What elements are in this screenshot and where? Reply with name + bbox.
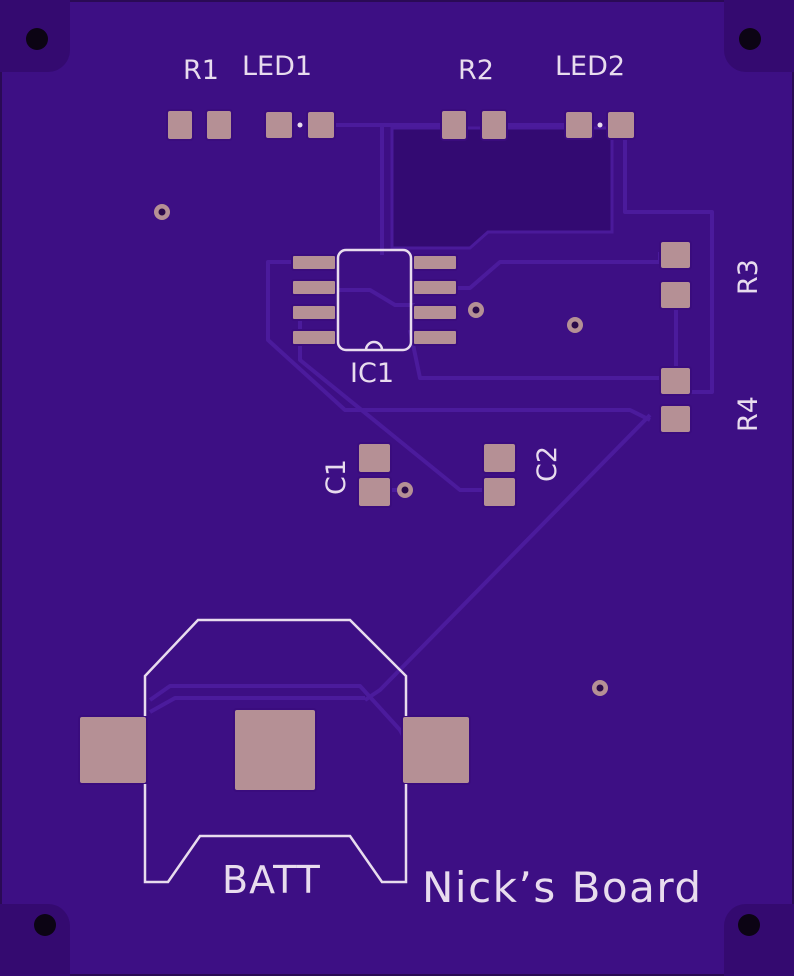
label-led1: LED1 — [242, 51, 312, 82]
label-r3: R3 — [733, 259, 764, 295]
led-dots — [297, 122, 603, 128]
via-5-drill — [596, 684, 604, 692]
led2-polarity-dot — [597, 122, 603, 128]
pad-c2-b — [482, 476, 517, 508]
via-3-drill — [472, 306, 480, 314]
pad-ic1-6 — [412, 304, 458, 321]
pad-c1-b — [357, 476, 392, 508]
mount-hole-tl — [26, 28, 48, 50]
pad-r2-b — [480, 109, 508, 141]
pad-ic1-1 — [291, 254, 337, 271]
via-2-drill — [571, 321, 579, 329]
pad-r3-b — [659, 280, 692, 310]
silkscreen-outlines — [143, 248, 413, 884]
via-1-drill — [158, 208, 166, 216]
pad-r3-a — [659, 240, 692, 270]
label-batt: BATT — [222, 858, 321, 902]
pad-led1-a — [264, 110, 294, 140]
pad-c1-a — [357, 442, 392, 474]
label-r2: R2 — [458, 55, 494, 86]
label-led2: LED2 — [555, 51, 625, 82]
pad-r4-a — [659, 366, 692, 396]
mount-bl-keepout — [0, 904, 70, 976]
trace-ic-loop — [266, 260, 651, 422]
label-ic1: IC1 — [350, 358, 394, 389]
pad-batt-left — [78, 715, 148, 785]
pad-ic1-2 — [291, 279, 337, 296]
pad-ic1-4 — [291, 329, 337, 346]
pad-led2-a — [564, 110, 594, 140]
pad-batt-right — [401, 715, 471, 785]
trace-ic-r4 — [408, 329, 665, 380]
trace-batt-top2 — [149, 696, 365, 714]
label-r4: R4 — [733, 396, 764, 432]
pad-led2-b — [606, 110, 636, 140]
ic1-outline — [336, 248, 413, 352]
mount-hole-br — [738, 914, 760, 936]
silkscreen-labels: R1 LED1 R2 LED2 IC1 R3 R4 C1 C2 BATT Nic… — [183, 51, 764, 912]
pad-ic1-8 — [412, 254, 458, 271]
mount-hole-bl — [34, 914, 56, 936]
label-c2: C2 — [532, 446, 563, 482]
mount-hole-tr — [739, 28, 761, 50]
pad-r4-b — [659, 404, 692, 434]
pad-ic1-7 — [412, 279, 458, 296]
vias — [154, 204, 608, 696]
pad-r1-a — [166, 109, 194, 141]
label-board-name: Nick’s Board — [422, 863, 703, 912]
pad-ic1-5 — [412, 329, 458, 346]
trace-led2-r3 — [623, 125, 714, 394]
trace-ic-left-bus — [330, 288, 415, 307]
led1-polarity-dot — [297, 122, 303, 128]
pad-r2-a — [440, 109, 468, 141]
pad-ic1-3 — [291, 304, 337, 321]
pad-r1-b — [205, 109, 233, 141]
label-c1: C1 — [321, 459, 352, 495]
pad-batt-center — [233, 708, 317, 792]
pads — [78, 109, 692, 792]
copper-pour — [390, 126, 614, 250]
mount-br-keepout — [724, 904, 794, 976]
label-r1: R1 — [183, 55, 219, 86]
ic1-pin1-notch — [364, 340, 384, 351]
pad-led1-b — [306, 110, 336, 140]
pad-c2-a — [482, 442, 517, 474]
batt-holder-outline — [143, 618, 408, 884]
via-4-drill — [401, 486, 409, 494]
